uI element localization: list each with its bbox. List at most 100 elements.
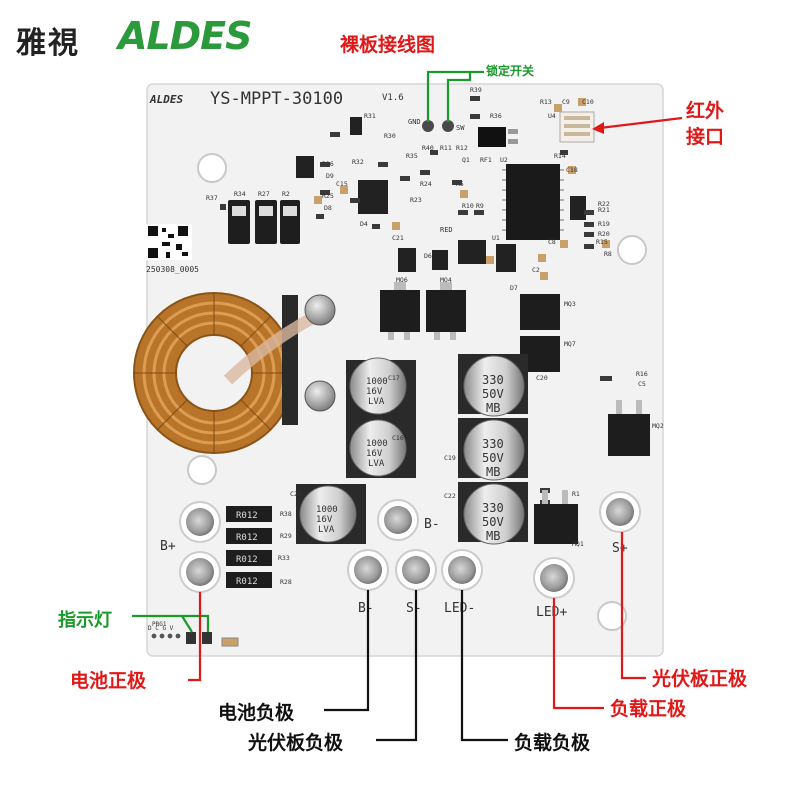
cap-4-value: 330 (482, 373, 504, 387)
lock-switch-pads (422, 120, 454, 132)
ref-designator: Q1 (462, 156, 470, 164)
ref-designator: C23 (290, 490, 302, 498)
silk-dcgv: D C G V (148, 625, 174, 632)
battery-positive-line (188, 592, 202, 682)
ref-designator: D7 (510, 284, 518, 292)
silk-led-minus: LED- (444, 601, 475, 616)
smd-capacitors-tan (314, 98, 610, 280)
cap-4-series: MB (486, 401, 500, 415)
label-battery-negative: 电池负极 (218, 702, 295, 724)
cap-2-voltage: 16V (366, 449, 383, 459)
ref-designator: R27 (258, 190, 270, 198)
label-ir-port-line1: 红外 (686, 100, 725, 122)
ref-designator: R15 (596, 238, 608, 246)
ref-designator: R35 (406, 152, 418, 160)
ref-designator: C19 (444, 454, 456, 462)
ref-designator: R40 (422, 144, 434, 152)
silk-sw: SW (456, 124, 465, 132)
label-battery-positive: 电池正极 (70, 670, 147, 692)
ref-designator: R16 (636, 370, 648, 378)
silk-b-minus-top: B- (424, 517, 440, 532)
brand-logo: 雅視 ALDES (10, 12, 270, 62)
ref-designator: R30 (384, 132, 396, 140)
cap-6-series: MB (486, 529, 500, 543)
mounting-holes (187, 153, 647, 631)
mosfets (380, 290, 650, 544)
ref-designator: U1 (492, 234, 500, 242)
ref-designator: R19 (598, 220, 610, 228)
cap-3-series: LVA (318, 525, 335, 535)
cap-3-voltage: 16V (316, 515, 333, 525)
ref-designator: C20 (536, 374, 548, 382)
label-ir-port-line2: 接口 (686, 126, 725, 148)
ref-designator: R25 (322, 192, 334, 200)
ref-designator: MQ7 (564, 340, 576, 348)
board-version: V1.6 (382, 93, 404, 103)
battery-negative-line (324, 590, 370, 712)
cap-2-series: LVA (368, 459, 385, 469)
lock-switch-callout (426, 70, 484, 122)
ir-connector (559, 111, 595, 143)
ref-designator: R14 (554, 152, 566, 160)
ref-designator: C10 (582, 98, 594, 106)
ir-receiver (478, 127, 518, 147)
ref-designator: R9 (476, 202, 484, 210)
silk-prg1: PRG1 (152, 621, 167, 628)
ref-designator: C21 (392, 234, 404, 242)
ref-designator: D6 (424, 252, 432, 260)
current-sense-resistors (226, 506, 272, 588)
brand-name-cn: 雅視 (16, 26, 80, 61)
ref-designator: R23 (410, 196, 422, 204)
ref-designator: R22 (598, 200, 610, 208)
silk-gnd: GND (408, 118, 421, 126)
ref-designator: R38 (280, 510, 292, 518)
ref-designator: R13 (540, 98, 552, 106)
ref-designator: R33 (278, 554, 290, 562)
ref-designator: R12 (456, 144, 468, 152)
capacitors-1000uf (296, 357, 416, 544)
ref-designator: R21 (598, 206, 610, 214)
res-3-value: R012 (236, 555, 258, 565)
ref-designator: C2 (532, 266, 540, 274)
ref-designator: MQ1 (572, 540, 584, 548)
ref-designator: R28 (280, 578, 292, 586)
load-positive-line (552, 598, 604, 710)
silk-red: RED (440, 226, 453, 234)
ref-designator: R10 (462, 202, 474, 210)
toroidal-inductor (133, 292, 336, 454)
ref-designator: R26 (322, 160, 334, 168)
ref-designator: RF1 (480, 156, 492, 164)
ref-designator: C16 (392, 434, 404, 442)
cap-3-value: 1000 (316, 505, 338, 515)
ref-designator: R34 (234, 190, 246, 198)
ref-designator: R5 (456, 180, 464, 188)
silk-s-minus: S- (406, 601, 422, 616)
label-load-negative: 负载负极 (514, 732, 591, 754)
ref-designator: MO6 (396, 276, 408, 284)
ref-designator: R36 (490, 112, 502, 120)
ref-designator: R1 (572, 490, 580, 498)
res-1-value: R012 (236, 511, 258, 521)
cap-5-value: 330 (482, 437, 504, 451)
silk-b-plus: B+ (160, 539, 176, 554)
diagram-title: 裸板接线图 (340, 34, 436, 56)
cap-2-value: 1000 (366, 439, 388, 449)
label-pv-negative: 光伏板负极 (248, 732, 344, 754)
capacitors-330uf (458, 354, 528, 545)
ref-designator: R39 (470, 86, 482, 94)
label-pv-positive: 光伏板正极 (652, 668, 748, 690)
ir-port-callout (599, 116, 683, 130)
ref-designator: C18 (566, 166, 578, 174)
silk-s-plus: S+ (612, 541, 628, 556)
ref-designator: D4 (360, 220, 368, 228)
ic-chips (296, 117, 586, 272)
board-logo: ALDES (149, 93, 183, 106)
ref-designator: R24 (420, 180, 432, 188)
cap-5-series: MB (486, 465, 500, 479)
ref-designator: R31 (364, 112, 376, 120)
ref-designator: R11 (440, 144, 452, 152)
ref-designator: R32 (352, 158, 364, 166)
ref-designator: C22 (444, 492, 456, 500)
indicator-callout (132, 614, 210, 633)
